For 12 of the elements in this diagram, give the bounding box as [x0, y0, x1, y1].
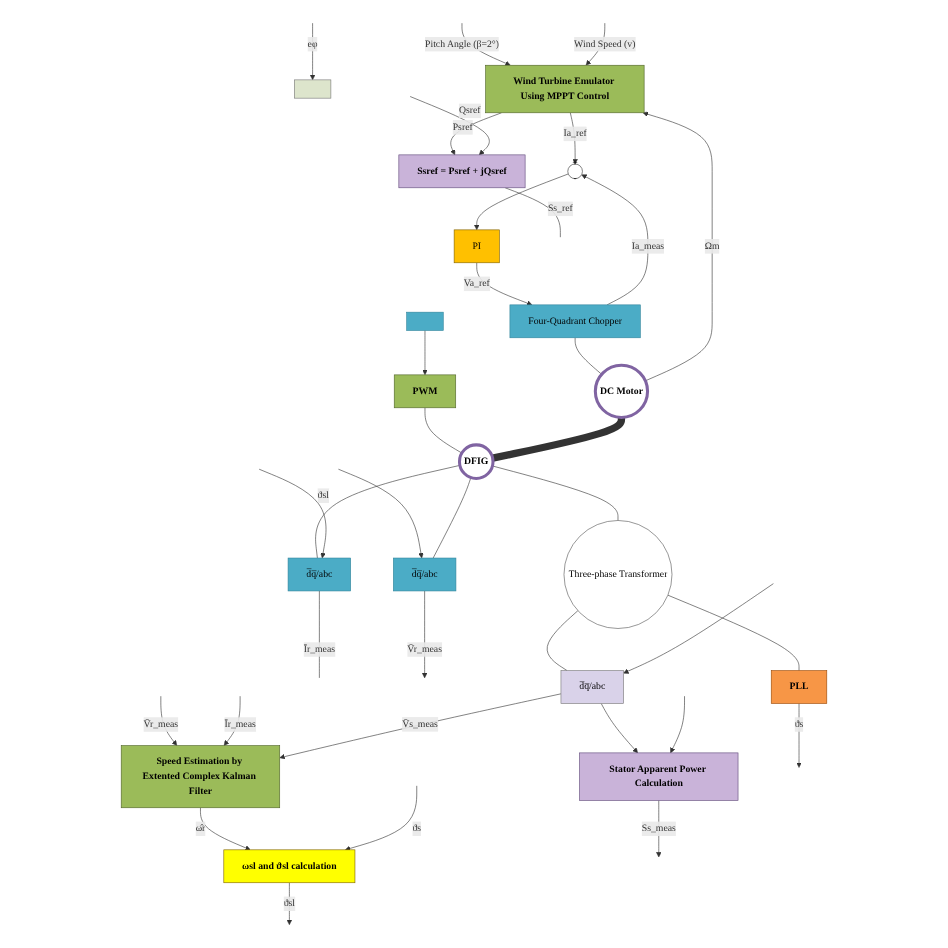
shaft-line [491, 416, 626, 462]
connector-line [492, 465, 619, 521]
node-box [406, 311, 444, 331]
connector-line [667, 594, 800, 671]
connector-line [546, 610, 579, 671]
connector-line [319, 590, 320, 679]
connector-line [432, 477, 472, 559]
connector-line [504, 187, 561, 238]
connector-line [315, 465, 461, 559]
connector-line [424, 407, 463, 454]
connector-line [574, 337, 602, 375]
node-box [294, 79, 332, 99]
